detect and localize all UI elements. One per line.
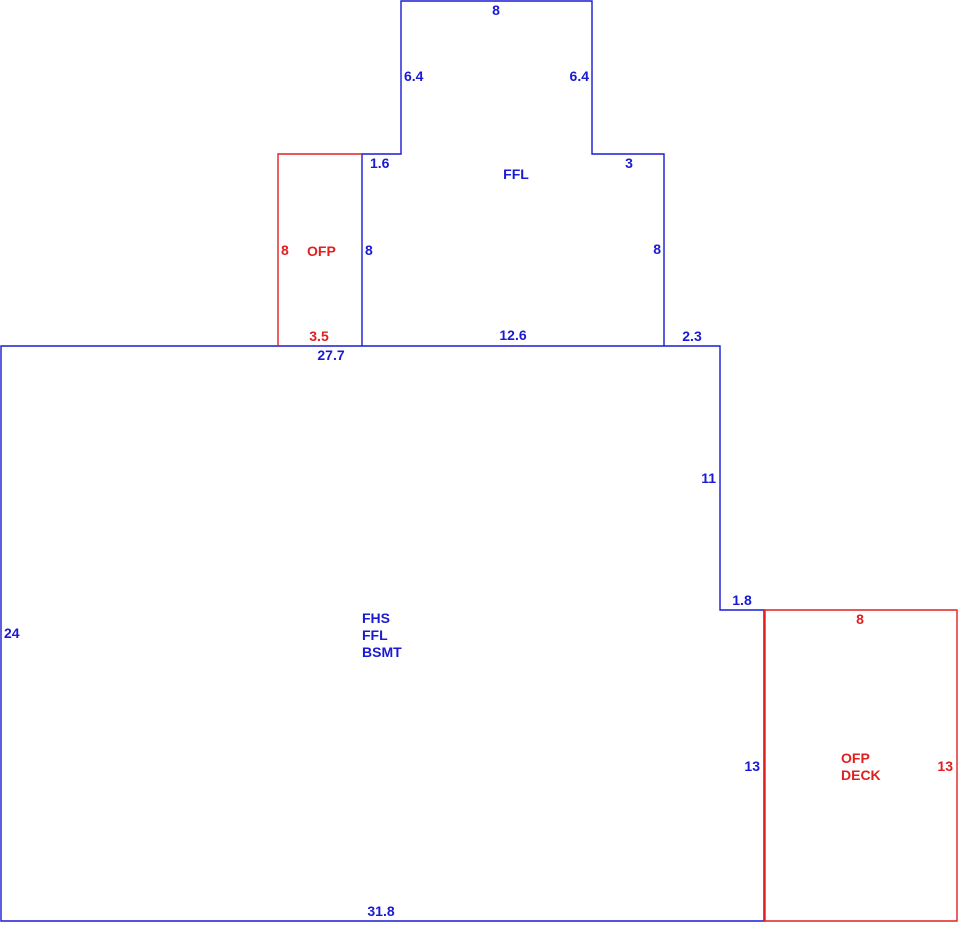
upper-area-label: FFL <box>503 166 529 182</box>
dim-main-right-lower: 13 <box>744 758 760 774</box>
dim-upper-right-step: 3 <box>625 155 633 171</box>
dim-upper-left-upper: 6.4 <box>404 68 424 84</box>
dim-main-right-step: 1.8 <box>732 592 752 608</box>
dim-porch-left: 8 <box>281 242 289 258</box>
dim-porch-bottom: 3.5 <box>309 328 329 344</box>
dim-deck-top: 8 <box>856 611 864 627</box>
dim-upper-top: 8 <box>492 2 500 18</box>
dim-upper-left-lower: 8 <box>365 242 373 258</box>
main-area-label-3: BSMT <box>362 644 402 660</box>
dim-upper-right-upper: 6.4 <box>570 68 590 84</box>
main-area-label-2: FFL <box>362 627 388 643</box>
dim-upper-left-step: 1.6 <box>370 155 390 171</box>
dim-main-bottom: 31.8 <box>367 903 394 919</box>
dim-upper-right-lower: 8 <box>653 241 661 257</box>
dim-deck-right: 13 <box>937 758 953 774</box>
deck-label-1: OFP <box>841 750 870 766</box>
porch-outline <box>277 153 362 346</box>
porch-label: OFP <box>307 243 336 259</box>
dim-main-top-right-step: 2.3 <box>682 328 702 344</box>
dim-main-left: 24 <box>4 625 20 641</box>
upper-area-outline <box>361 0 665 346</box>
deck-outline <box>763 609 958 922</box>
dim-upper-bottom: 12.6 <box>499 327 526 343</box>
deck-label-2: DECK <box>841 767 881 783</box>
dim-main-right-upper: 11 <box>701 470 716 486</box>
dim-main-top-left: 27.7 <box>317 347 344 363</box>
main-area-label-1: FHS <box>362 610 390 626</box>
